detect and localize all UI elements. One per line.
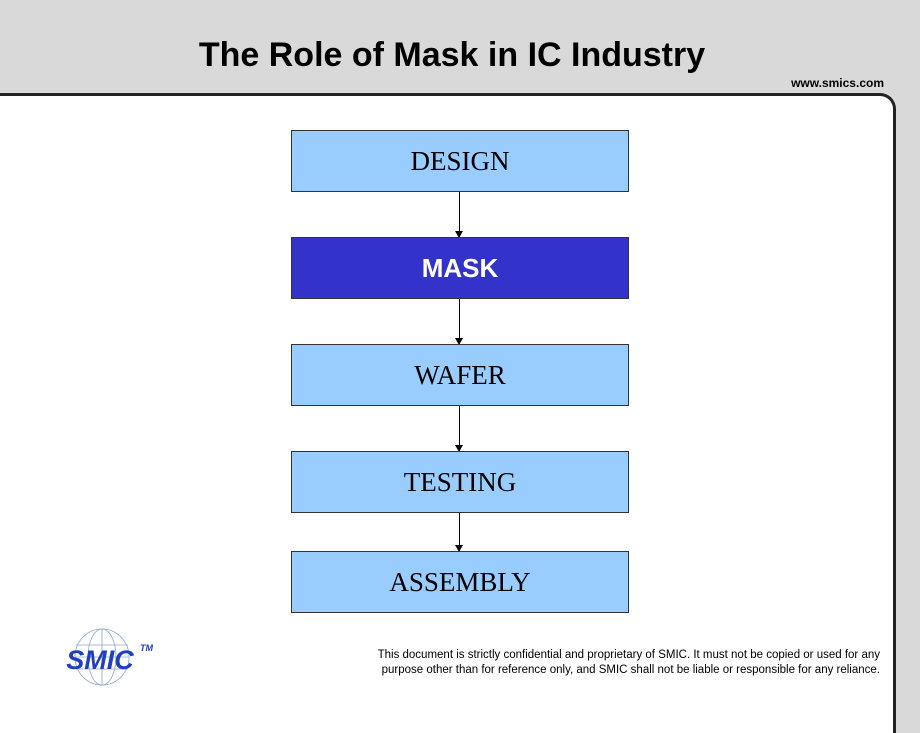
logo-trademark: TM [140,643,153,653]
confidentiality-disclaimer: This document is strictly confidential a… [240,648,880,678]
disclaimer-line-1: This document is strictly confidential a… [377,649,880,661]
content-panel [0,93,896,733]
slide-title: The Role of Mask in IC Industry [198,36,706,74]
step-design: DESIGN [291,130,629,192]
arrow-testing-to-assembly [455,513,463,552]
disclaimer-line-2: purpose other than for reference only, a… [381,664,880,676]
website-url: www.smics.com [791,76,884,90]
logo-wordmark: SMIC [66,645,134,675]
globe-grid-icon [74,628,130,686]
arrow-mask-to-wafer [455,299,463,345]
step-assembly: ASSEMBLY [291,551,629,613]
step-mask: MASK [291,237,629,299]
arrow-wafer-to-testing [455,406,463,452]
arrow-design-to-mask [455,192,463,238]
step-wafer: WAFER [291,344,629,406]
step-testing: TESTING [291,451,629,513]
smic-logo: SMIC TM [66,628,153,686]
